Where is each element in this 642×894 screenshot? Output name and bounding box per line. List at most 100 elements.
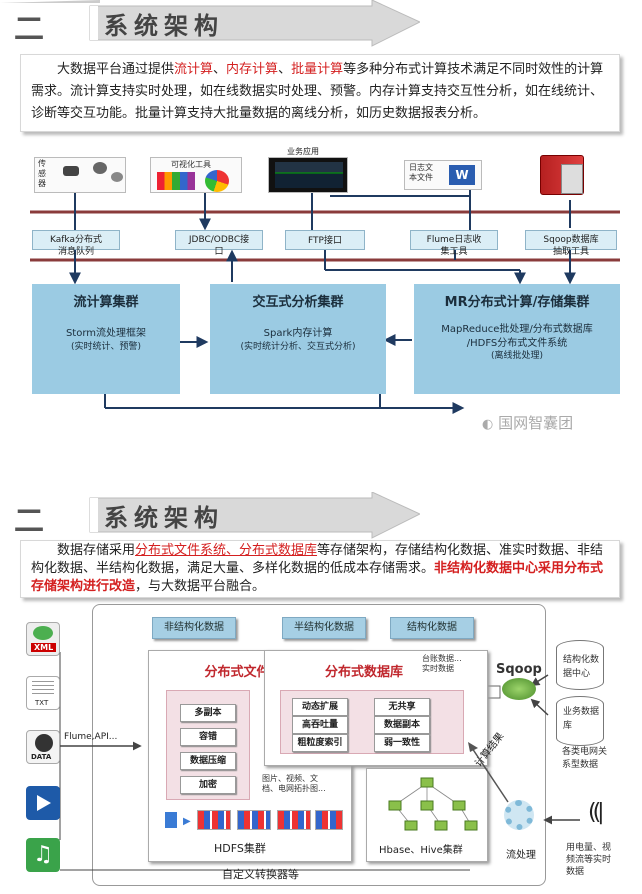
db-feature: 粗粒度索引: [292, 734, 348, 752]
stream-compute-cluster: 流计算集群 Storm流处理框架 (实时统计、预警): [32, 284, 180, 394]
gear-icon: [504, 800, 534, 830]
feature-label: 无共享: [388, 702, 416, 712]
pie-chart-icon: [205, 170, 229, 192]
fs-feature: 数据压缩: [180, 752, 236, 770]
header-arrow-shape: [0, 0, 420, 47]
section1-intro: 大数据平台通过提供流计算、内存计算、批量计算等多种分布式计算技术满足不同时效性的…: [20, 54, 620, 132]
feature-label: 高吞吐量: [301, 720, 338, 730]
section-title: 系统架构: [104, 503, 224, 532]
mr-compute-storage-cluster: MR分布式计算/存储集群 MapReduce批处理/分布式数据库 /HDFS分布…: [414, 284, 620, 394]
feature-label: 多副本: [194, 708, 222, 718]
wechat-icon: ◐: [482, 417, 494, 432]
converter-label: 自定义转换器等: [222, 868, 299, 881]
stream-cluster-title: 流计算集群: [73, 295, 139, 310]
hdfs-cluster-label: HDFS集群: [214, 842, 266, 855]
hdfs-nodes-graphic: ▶: [165, 808, 345, 834]
db-title: 分布式数据库: [325, 665, 404, 680]
mr-cluster-sub: (离线批处理): [490, 351, 544, 361]
bar-chart-icon: [157, 172, 195, 190]
intro-highlight: 批量计算: [291, 62, 344, 77]
camera-icon: [93, 162, 107, 174]
video-file-icon: [26, 786, 60, 820]
data-label: DATA: [31, 753, 52, 761]
section2-header: 二 系统架构: [0, 492, 420, 540]
log-file-image: 日志文 本文件 W: [404, 160, 482, 190]
section2-intro: 数据存储采用分布式文件系统、分布式数据库等存储架构，存储结构化数据、准实时数据、…: [20, 540, 620, 598]
kafka-label: Kafka分布式 消息队列: [50, 235, 102, 257]
inter-cluster-title: 交互式分析集群: [252, 295, 344, 310]
viz-label: 可视化工具: [171, 160, 211, 169]
section-title: 系统架构: [104, 11, 224, 40]
hbase-cluster-label: Hbase、Hive集群: [379, 845, 463, 856]
fs-note: 图片、视频、文 档、电网拓扑图...: [262, 774, 326, 793]
ftp-interface: FTP接口: [285, 230, 365, 250]
jdbc-interface: JDBC/ODBC接 口: [175, 230, 263, 257]
fs-feature: 多副本: [180, 704, 236, 722]
kafka-queue: Kafka分布式 消息队列: [32, 230, 120, 257]
db-feature: 数据副本: [374, 716, 430, 734]
sound-wave-icon: ((|: [588, 800, 604, 825]
section-number: 二: [14, 12, 44, 47]
viz-tools-image: 可视化工具: [150, 157, 242, 193]
intro-highlight: 分布式文件系统、分布式数据库: [135, 543, 318, 558]
structured-data-tab: 结构化数据: [390, 617, 474, 639]
section-number: 二: [14, 504, 44, 539]
database-server-icon: [540, 155, 584, 195]
db-feature: 动态扩展: [292, 698, 348, 716]
db-feature: 无共享: [374, 698, 430, 716]
txt-file-icon: TXT: [26, 676, 60, 710]
feature-label: 弱一致性: [383, 738, 420, 748]
feature-label: 加密: [198, 780, 217, 790]
inter-cluster-sub: (实时统计分析、交互式分析): [240, 342, 356, 352]
feature-label: 粗粒度索引: [297, 738, 343, 748]
camera-icon: [63, 166, 79, 176]
camera-icon: [111, 172, 123, 182]
xml-file-icon: XML: [26, 622, 60, 656]
sqoop-logo: Sqoop: [496, 662, 542, 677]
log-label: 日志文 本文件: [409, 163, 433, 182]
semistructured-data-tab: 半结构化数据: [282, 617, 366, 639]
sqoop-label: Sqoop数据库 抽取工具: [543, 235, 599, 257]
section1-header: 二 系统架构: [0, 0, 420, 48]
header-arrow-shape: [89, 492, 420, 539]
intro-highlight: 流计算: [174, 62, 214, 77]
flume-label: Flume日志收 集工具: [426, 235, 482, 257]
grid-relational-label: 各类电网关 系型数据: [562, 747, 608, 770]
intro-text: 等多种分布式计算技术满足不同时效性的计算需求。流计算支持实时处理，如在线数据实时…: [31, 62, 604, 121]
dashboard-screen: [275, 162, 343, 188]
cluster-nodes-graphic: [388, 777, 478, 831]
intro-text: 大数据平台通过提供: [57, 62, 175, 77]
sqoop-text: Sqoop: [496, 662, 542, 677]
db-note: 台账数据... 实时数据: [422, 654, 462, 673]
intro-highlight: 内存计算: [226, 62, 279, 77]
fs-feature: 容错: [180, 728, 236, 746]
fs-feature: 加密: [180, 776, 236, 794]
cyl-label: 业务数据 库: [563, 707, 600, 731]
feature-label: 容错: [198, 732, 217, 742]
realtime-data-label: 用电量、视 频流等实时 数据: [566, 843, 612, 877]
flume-api-label: Flume,API...: [64, 732, 118, 742]
watermark: ◐ 国网智囊团: [482, 412, 573, 433]
type-label: 半结构化数据: [294, 622, 354, 633]
feature-label: 数据副本: [383, 720, 420, 730]
data-file-icon: DATA: [26, 730, 60, 764]
ftp-label: FTP接口: [308, 236, 342, 246]
db-feature: 高吞吐量: [292, 716, 348, 734]
word-icon: W: [449, 165, 475, 185]
inter-cluster-body: Spark内存计算: [263, 328, 333, 339]
stream-cluster-sub: (实时统计、预警): [70, 342, 142, 352]
biz-label: 业务应用: [287, 146, 319, 157]
business-app-image: 业务应用: [268, 146, 348, 193]
db-feature: 弱一致性: [374, 734, 430, 752]
business-db: 业务数据 库: [556, 696, 604, 746]
sqoop-icon: [502, 678, 536, 700]
hbase-panel: Hbase、Hive集群: [366, 768, 488, 862]
intro-highlight: 非结构化数据中心采用分布式存储架构进行改造: [31, 561, 604, 594]
sensor-image: 传 感 器: [34, 157, 126, 193]
cyl-label: 结构化数 据中心: [563, 655, 600, 679]
unstructured-data-tab: 非结构化数据: [152, 617, 236, 639]
watermark-text: 国网智囊团: [498, 414, 574, 432]
feature-label: 动态扩展: [301, 702, 338, 712]
intro-text: 等存储架构，存储结构化数据、准实时数据、非结构化数据、半结构化数据，满足大量、多…: [31, 543, 604, 576]
feature-label: 数据压缩: [189, 756, 226, 766]
